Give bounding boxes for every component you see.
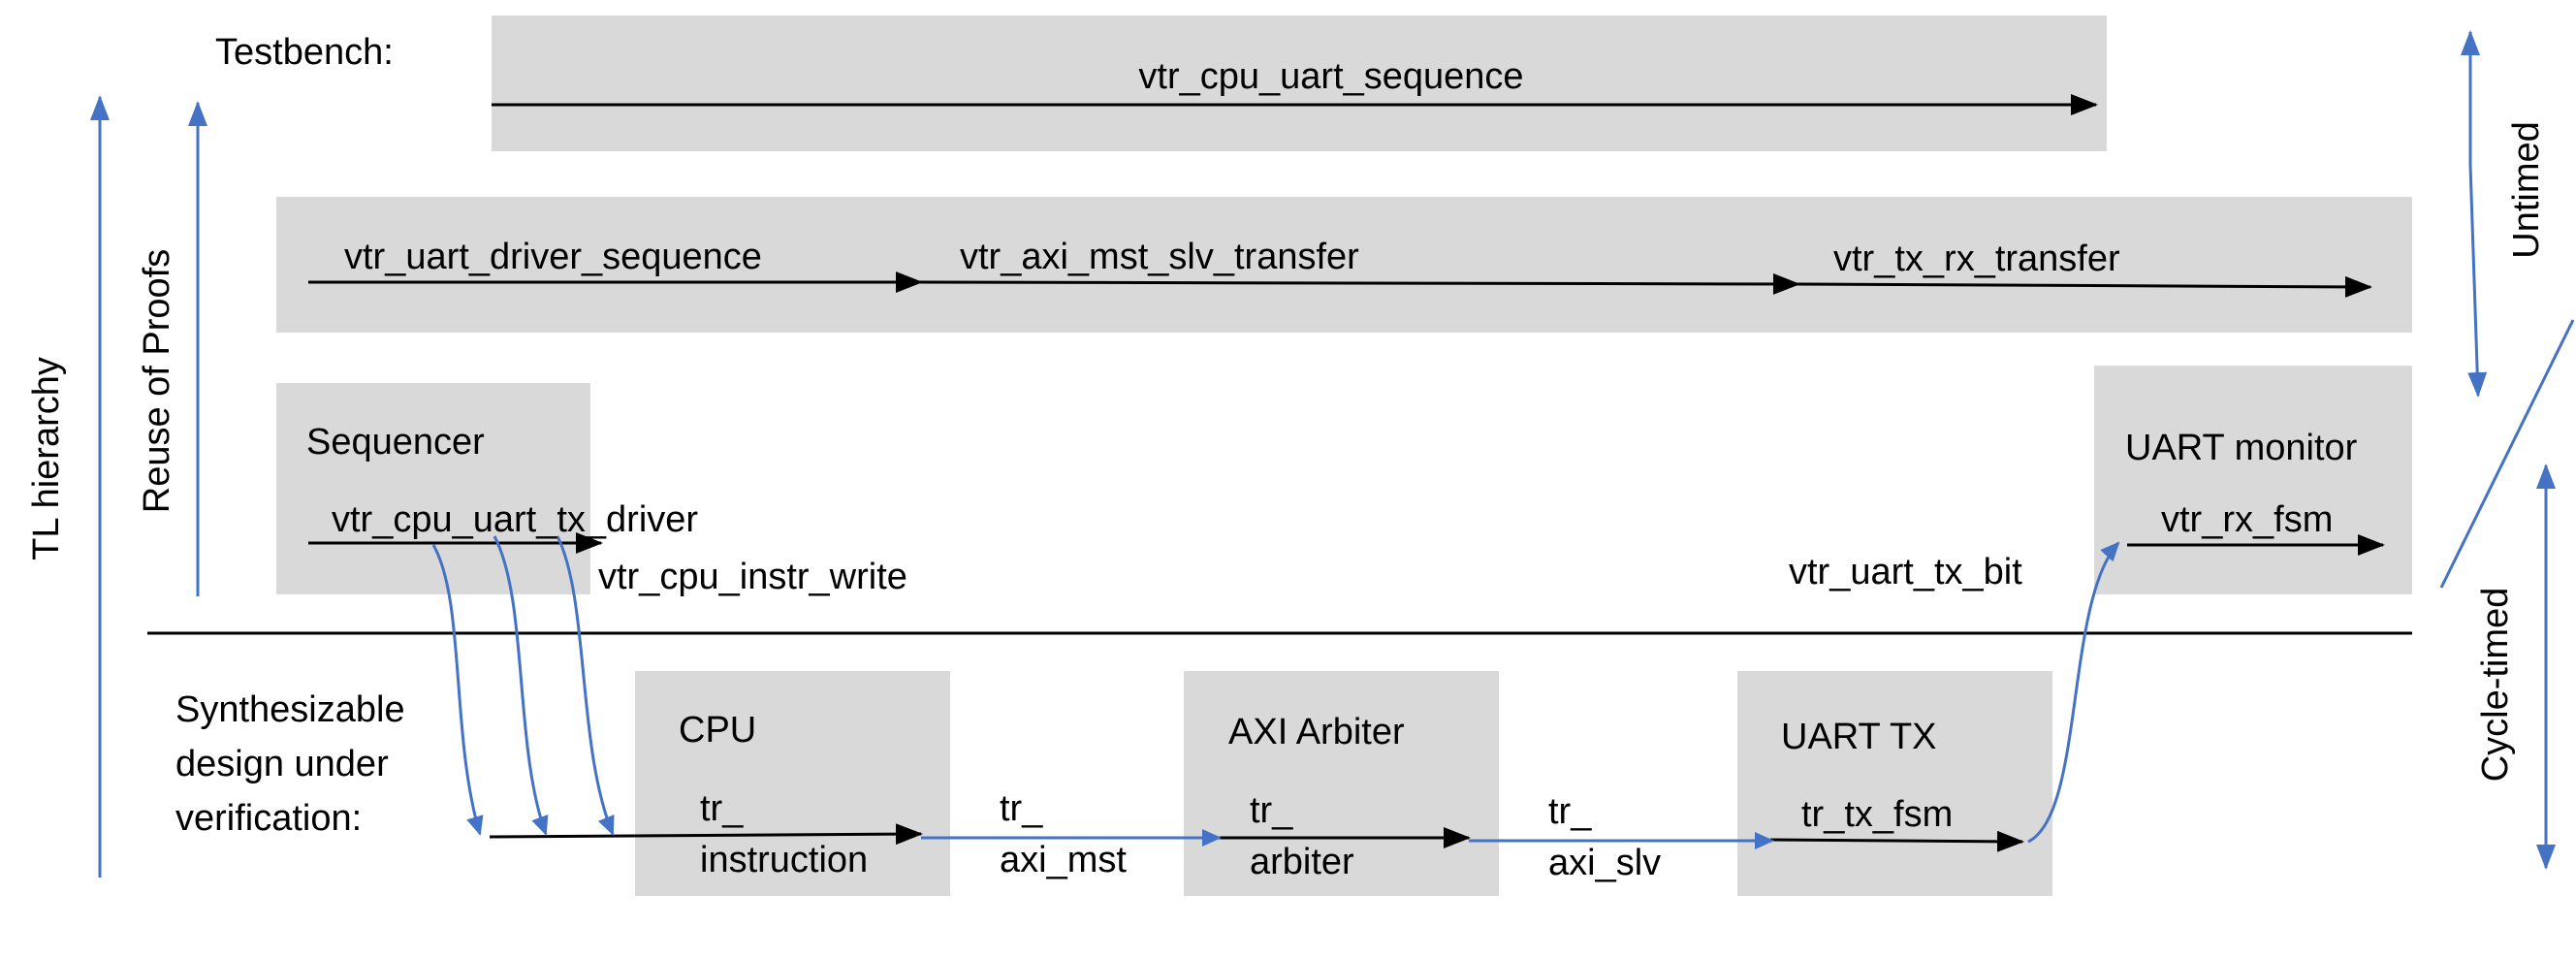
cpu-title: CPU bbox=[679, 710, 756, 751]
curve-driver-2 bbox=[493, 535, 549, 836]
axi-arbiter-box bbox=[1184, 671, 1499, 896]
uart-driver-sequence-label: vtr_uart_driver_sequence bbox=[344, 237, 762, 277]
untimed-label: Untimed bbox=[2506, 121, 2547, 259]
axi-arbiter-title: AXI Arbiter bbox=[1228, 712, 1405, 752]
cpu-instruction-label: instruction bbox=[700, 840, 868, 880]
axi-mst-slv-transfer-label: vtr_axi_mst_slv_transfer bbox=[960, 237, 1359, 277]
arrow-tx-rx-transfer bbox=[1797, 275, 2372, 298]
curve-driver-1 bbox=[431, 544, 484, 836]
arrow-tr-instruction bbox=[489, 823, 923, 846]
cycle-timed-label: Cycle-timed bbox=[2475, 588, 2516, 783]
testbench-box bbox=[492, 16, 2107, 151]
arrow-axi-mst-slv-transfer bbox=[920, 272, 1800, 295]
testbench-label: Testbench: bbox=[215, 32, 394, 73]
untimed-range-arrow-down bbox=[2467, 164, 2488, 398]
sequencer-box bbox=[276, 383, 590, 594]
cpu-instr-write-label: vtr_cpu_instr_write bbox=[598, 557, 907, 597]
uart-monitor-box bbox=[2094, 366, 2412, 594]
synthesizable-line-1: Synthesizable bbox=[175, 689, 405, 730]
arrow-tr-tx-fsm bbox=[1769, 830, 2024, 852]
sequence-layer-box bbox=[276, 197, 2412, 333]
cpu-tr-label: tr_ bbox=[700, 788, 744, 829]
sequencer-title: Sequencer bbox=[306, 422, 485, 463]
curve-uart-tx-bit bbox=[2027, 541, 2120, 844]
axi-mst-tr-label: tr_ bbox=[1000, 788, 1043, 829]
uart-tx-bit-label: vtr_uart_tx_bit bbox=[1789, 552, 2022, 592]
tx-fsm-label: tr_tx_fsm bbox=[1801, 794, 1953, 835]
tx-rx-transfer-label: vtr_tx_rx_transfer bbox=[1833, 239, 2120, 279]
synthesizable-line-3: verification: bbox=[175, 798, 362, 839]
uart-tx-title: UART TX bbox=[1781, 717, 1937, 757]
sequencer-item-label: vtr_cpu_uart_tx_driver bbox=[332, 499, 698, 540]
timing-divider-slash bbox=[2439, 319, 2575, 589]
curve-driver-3 bbox=[556, 535, 615, 836]
axi-mst-label: axi_mst bbox=[1000, 840, 1127, 880]
reuse-of-proofs-label: Reuse of Proofs bbox=[137, 249, 177, 513]
arbiter-label: arbiter bbox=[1250, 842, 1354, 882]
axi-slv-label: axi_slv bbox=[1548, 843, 1661, 883]
arbiter-tr-label: tr_ bbox=[1250, 790, 1293, 831]
uart-monitor-title: UART monitor bbox=[2125, 428, 2358, 468]
axi-slv-tr-label: tr_ bbox=[1548, 791, 1592, 832]
cpu-box bbox=[635, 671, 950, 896]
synthesizable-line-2: design under bbox=[175, 744, 389, 784]
uart-tx-box bbox=[1737, 671, 2052, 896]
uart-monitor-item-label: vtr_rx_fsm bbox=[2161, 499, 2333, 540]
tl-hierarchy-label: TL hierarchy bbox=[26, 357, 67, 560]
cpu-uart-sequence-label: vtr_cpu_uart_sequence bbox=[1138, 56, 1523, 97]
